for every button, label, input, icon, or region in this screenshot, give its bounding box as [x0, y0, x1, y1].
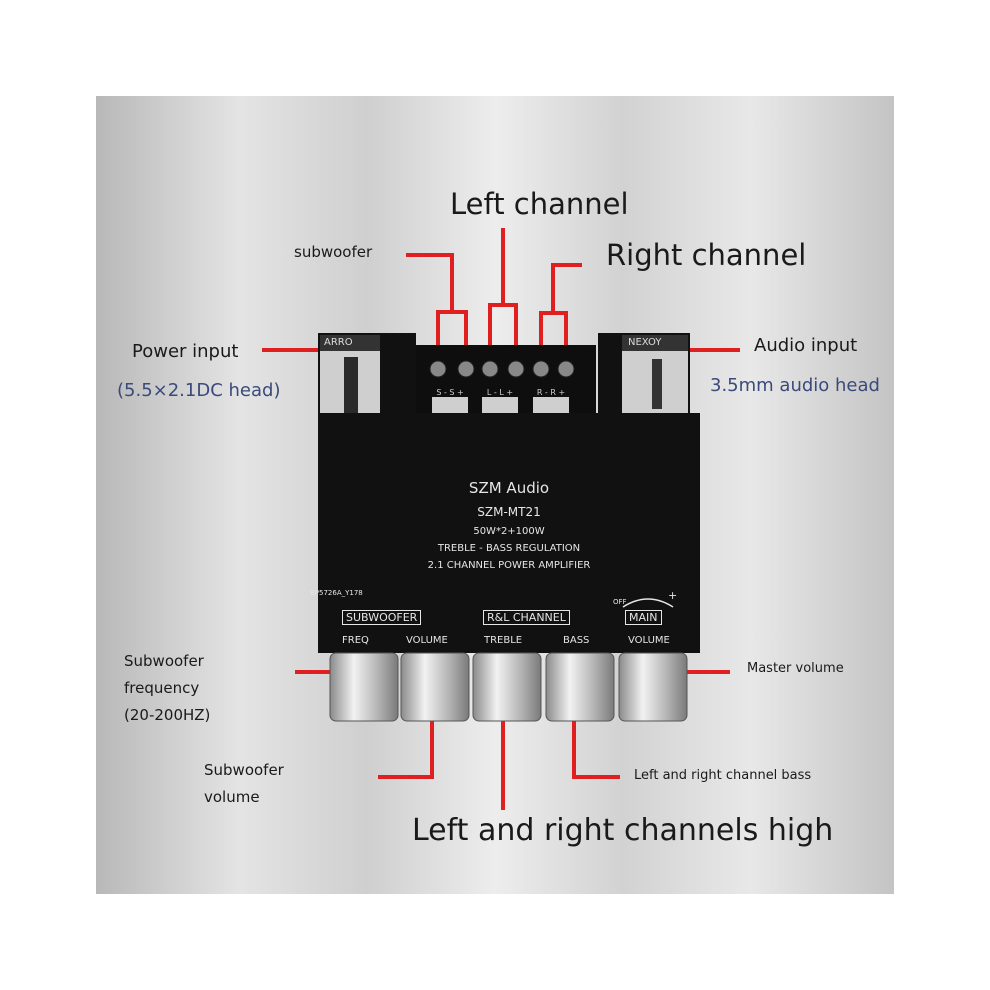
- knob-label-bass: BASS: [563, 635, 590, 646]
- label-left-channel: Left channel: [450, 187, 629, 221]
- knob-label-main-volume: VOLUME: [628, 635, 670, 646]
- label-lr-bass: Left and right channel bass: [634, 768, 812, 783]
- label-power-input: Power input: [132, 341, 239, 362]
- terminal-screw: [557, 360, 575, 378]
- jack-tower-left: [382, 333, 416, 415]
- speaker-icon: [432, 397, 468, 417]
- terminal-screw: [532, 360, 550, 378]
- label-audio-input: Audio input: [754, 335, 858, 356]
- label-master-volume: Master volume: [747, 661, 844, 676]
- label-sub-volume-2: volume: [204, 788, 260, 806]
- label-lr-high: Left and right channels high: [412, 813, 834, 848]
- label-subwoofer: subwoofer: [294, 243, 373, 261]
- audio-jack-module: NEXOY: [620, 333, 690, 418]
- left-channel-callout-b: [503, 303, 518, 352]
- terminal-tag-r: R - R +: [536, 388, 566, 397]
- board-line1: TREBLE - BASS REGULATION: [437, 543, 581, 554]
- knob-label-treble: TREBLE: [484, 635, 523, 646]
- dc-jack-icon: [344, 357, 358, 413]
- terminal-screw: [457, 360, 475, 378]
- knob-label-freq: FREQ: [342, 635, 369, 646]
- volume-arc-icon: [622, 598, 674, 608]
- amplifier-board: SZM Audio SZM-MT21 50W*2+100W TREBLE - B…: [310, 413, 700, 653]
- speaker-icon: [482, 397, 518, 417]
- label-sub-volume-1: Subwoofer: [204, 761, 284, 779]
- label-sub-freq-2: frequency: [124, 679, 200, 697]
- board-brand: SZM Audio: [468, 479, 550, 497]
- terminal-tag-l: L - L +: [486, 388, 514, 397]
- label-sub-freq-1: Subwoofer: [124, 652, 204, 670]
- terminal-screw: [481, 360, 499, 378]
- speaker-icon: [533, 397, 569, 417]
- board-line2: 2.1 CHANNEL POWER AMPLIFIER: [427, 560, 591, 571]
- audio-jack-tag: NEXOY: [622, 335, 688, 351]
- right-channel-callout-b: [553, 311, 568, 352]
- group-main: MAIN: [625, 610, 662, 625]
- board-model: SZM-MT21: [477, 505, 541, 519]
- knob-treble[interactable]: [472, 652, 542, 722]
- dc-jack-module: ARRO: [318, 333, 382, 418]
- plus-label: +: [668, 589, 678, 602]
- label-audio-input-sub: 3.5mm audio head: [710, 375, 880, 396]
- knob-main-volume[interactable]: [618, 652, 688, 722]
- group-rl-channel: R&L CHANNEL: [483, 610, 570, 625]
- terminal-tag-s: S - S +: [436, 388, 464, 397]
- left-channel-callout: [488, 228, 505, 352]
- terminal-screw: [429, 360, 447, 378]
- off-label: OFF: [613, 598, 627, 606]
- terminal-screw: [507, 360, 525, 378]
- subwoofer-callout-b: [452, 310, 468, 352]
- board-power: 50W*2+100W: [473, 526, 545, 537]
- knob-sub-volume[interactable]: [400, 652, 470, 722]
- board-serial: BP5726A_Y178: [310, 589, 363, 597]
- dc-jack-tag: ARRO: [320, 335, 380, 351]
- jack-tower-right: [598, 333, 620, 415]
- knob-freq[interactable]: [329, 652, 399, 722]
- label-sub-freq-3: (20-200HZ): [124, 706, 211, 724]
- audio-jack-icon: [652, 359, 662, 409]
- group-subwoofer: SUBWOOFER: [342, 610, 422, 625]
- knob-label-sub-volume: VOLUME: [406, 635, 448, 646]
- label-power-input-sub: (5.5×2.1DC head): [117, 380, 281, 401]
- knob-bass[interactable]: [545, 652, 615, 722]
- label-right-channel: Right channel: [606, 238, 807, 272]
